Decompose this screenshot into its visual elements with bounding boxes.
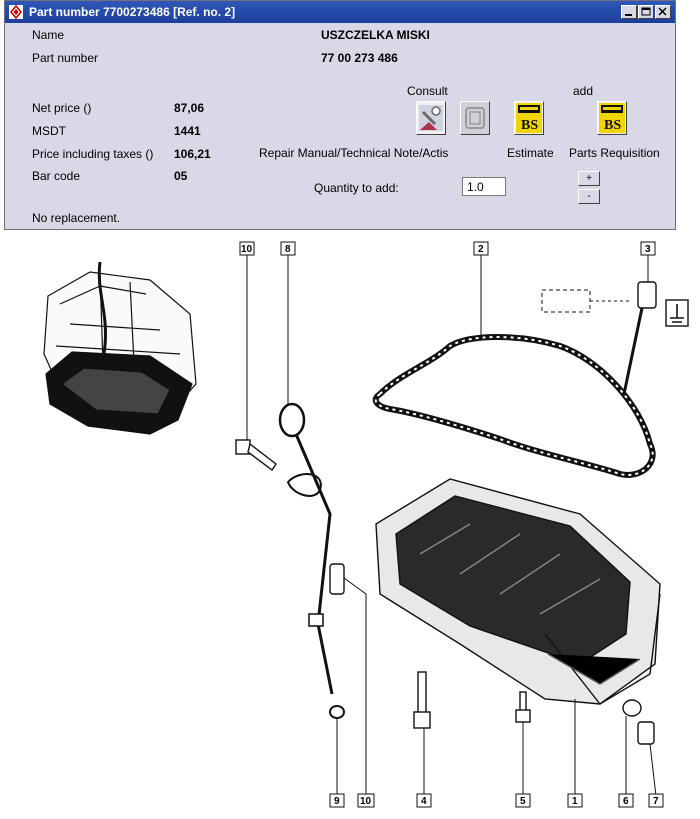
callout-4-label: 4 — [421, 796, 427, 807]
estimate-button[interactable]: BS — [514, 101, 544, 135]
part-number-label: Part number — [32, 51, 99, 65]
quantity-label: Quantity to add: — [314, 181, 399, 195]
callout-6-label: 6 — [623, 796, 629, 807]
bolt-10-top — [235, 439, 277, 472]
barcode-label: Bar code — [32, 169, 81, 183]
minimize-icon — [625, 14, 632, 16]
window-titlebar[interactable]: Part number 7700273486 [Ref. no. 2] — [5, 1, 675, 23]
callout-2: 2 — [473, 241, 489, 256]
callout-10-bottom-label: 10 — [360, 796, 372, 807]
bolt-4 — [413, 671, 431, 729]
renault-logo-icon — [9, 5, 23, 19]
msdt-label: MSDT — [32, 124, 66, 138]
barcode-value: 05 — [174, 169, 188, 183]
bolt-5 — [515, 691, 531, 723]
callout-10-bottom: 10 — [357, 793, 375, 808]
callout-1: 1 — [567, 793, 583, 808]
dipstick — [278, 402, 334, 695]
parts-requisition-label: Parts Requisition — [569, 146, 660, 160]
name-label: Name — [32, 28, 65, 42]
callout-5: 5 — [515, 793, 531, 808]
seal-ring-9 — [329, 705, 345, 719]
replacement-text: No replacement. — [32, 211, 121, 225]
svg-text:BS: BS — [521, 118, 538, 133]
callout-leader-lines — [246, 254, 657, 797]
net-price-label: Net price () — [32, 101, 92, 115]
maximize-icon — [641, 7, 651, 16]
callout-7-label: 7 — [653, 796, 659, 807]
repair-manual-label: Repair Manual/Technical Note/Actis — [259, 146, 449, 160]
callout-2-label: 2 — [478, 244, 484, 255]
repair-manual-button[interactable] — [416, 101, 446, 135]
parts-requisition-icon: BS — [599, 103, 625, 133]
close-icon — [658, 7, 667, 16]
engine-overview-illustration — [43, 261, 197, 435]
part-details-window: Part number 7700273486 [Ref. no. 2] Name… — [4, 0, 676, 230]
quantity-decrement-button[interactable]: - — [578, 189, 600, 204]
callout-10-top-label: 10 — [241, 244, 253, 255]
callout-8-label: 8 — [285, 244, 291, 255]
callout-4: 4 — [416, 793, 432, 808]
parts-requisition-button[interactable]: BS — [597, 101, 627, 135]
svg-text:BS: BS — [604, 118, 621, 133]
add-label: add — [573, 84, 594, 98]
estimate-label: Estimate — [507, 146, 554, 160]
callout-1-label: 1 — [572, 796, 578, 807]
window-title: Part number 7700273486 [Ref. no. 2] — [29, 5, 236, 19]
oil-pan — [375, 478, 661, 705]
consult-label: Consult — [407, 84, 448, 98]
part-number-value: 77 00 273 486 — [321, 51, 398, 65]
repair-manual-icon — [419, 105, 443, 131]
callout-10-top: 10 — [239, 241, 255, 256]
technical-note-icon — [465, 107, 485, 129]
estimate-icon: BS — [516, 103, 542, 133]
oil-level-sensor — [622, 281, 657, 395]
callout-6: 6 — [618, 793, 634, 808]
msdt-value: 1441 — [174, 124, 201, 138]
quantity-input[interactable] — [462, 177, 506, 196]
oil-pan-gasket — [372, 334, 656, 478]
maximize-button[interactable] — [638, 5, 654, 19]
price-tax-value: 106,21 — [174, 147, 211, 161]
callout-7: 7 — [648, 793, 664, 808]
minimize-button[interactable] — [621, 5, 637, 19]
net-price-value: 87,06 — [174, 101, 205, 115]
callout-8: 8 — [280, 241, 296, 256]
exploded-parts-diagram: 10 8 2 3 9 10 4 5 1 6 7 — [43, 241, 689, 808]
fluid-level-icon — [665, 299, 689, 327]
callout-3-label: 3 — [645, 244, 651, 255]
quantity-increment-button[interactable]: + — [578, 171, 600, 186]
connector-reference-box — [541, 289, 591, 313]
plug-10-bottom — [329, 563, 345, 595]
name-value: USZCZELKA MISKI — [321, 28, 430, 42]
callout-9-label: 9 — [334, 796, 340, 807]
callout-3: 3 — [640, 241, 656, 256]
technical-note-button[interactable] — [460, 101, 490, 135]
callout-5-label: 5 — [520, 796, 526, 807]
close-button[interactable] — [655, 5, 671, 19]
callout-9: 9 — [329, 793, 345, 808]
price-tax-label: Price including taxes () — [32, 147, 154, 161]
drain-plug — [622, 699, 655, 745]
